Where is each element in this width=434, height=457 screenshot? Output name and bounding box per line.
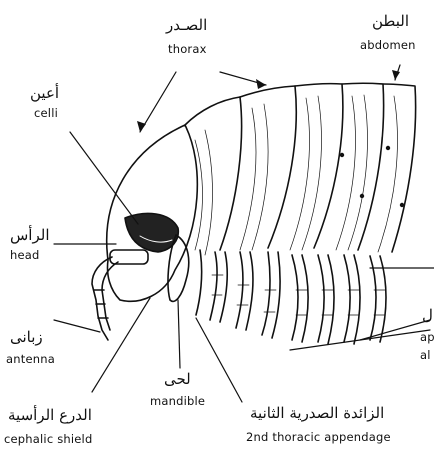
mandible-label-en: mandible — [150, 396, 205, 408]
antenna-shape — [92, 250, 148, 340]
spiracle-dots — [340, 146, 404, 207]
ocelli-eye-area — [125, 213, 178, 252]
antenna-label-ar: زبانى — [10, 330, 43, 345]
abdominal-appendage-label-en-2: al — [420, 350, 431, 362]
thorax-label-en: thorax — [168, 44, 207, 56]
mandible-label-ar: لحى — [164, 372, 191, 387]
thoracic-appendage-label-en: 2nd thoracic appendage — [246, 432, 391, 444]
ocelli-label-en: celli — [34, 108, 58, 120]
ocelli-label-ar: أعين — [30, 86, 59, 101]
head-label-ar: الرأس — [10, 228, 50, 243]
leader-lines — [54, 65, 434, 402]
abdomen-label-ar: البطن — [372, 14, 409, 29]
thoracic-appendage-label-ar: الزائدة الصدرية الثانية — [250, 406, 384, 421]
abdominal-appendage-label-ar: ل — [422, 308, 433, 323]
abdomen-label-en: abdomen — [360, 40, 416, 52]
antenna-label-en: antenna — [6, 354, 55, 366]
head-label-en: head — [10, 250, 40, 262]
thoracic-appendages — [196, 250, 386, 344]
cephalic-shield-label-en: cephalic shield — [4, 434, 92, 446]
thorax-segments — [185, 83, 416, 252]
abdominal-appendage-label-en-1: ap — [420, 332, 434, 344]
cephalic-shield-label-ar: الدرع الرأسية — [8, 408, 92, 423]
thorax-label-ar: الصـدر — [166, 18, 207, 33]
